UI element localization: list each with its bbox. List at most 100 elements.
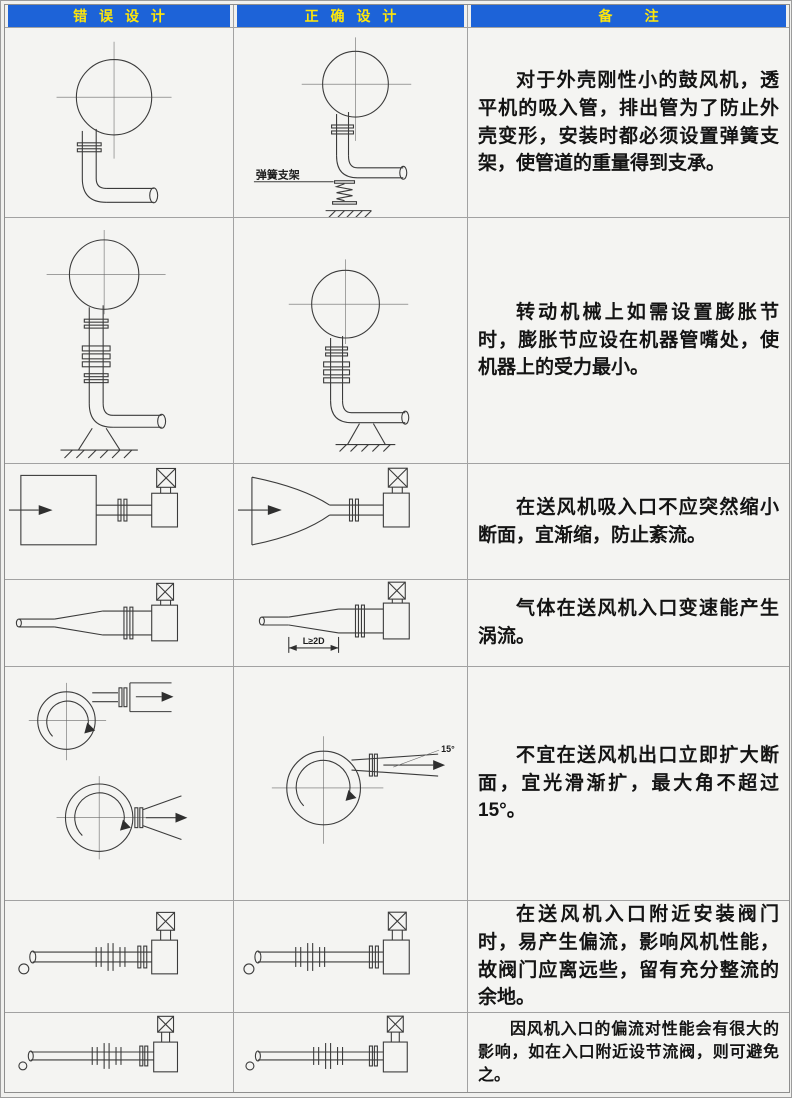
fan-scroll-bottom [56,775,146,859]
diagram-r7-correct [245,1015,408,1072]
valve [295,942,326,971]
fan-scroll [271,735,384,844]
taper-inlet [15,610,103,636]
flange [139,1045,149,1066]
header-correct-design: 正确设计 [234,5,467,27]
suction-pipe [96,498,152,522]
fan-casing [151,604,179,642]
remark-text-7: 因风机入口的偏流对性能会有很大的影响，如在入口附近设节流阀，则可避免之。 [478,1020,779,1085]
elbow-pipe [330,400,410,425]
cell-r2-correct [234,218,467,463]
abrupt-diffuser-bottom [134,794,188,840]
suction-pipe [325,335,349,401]
motor-box [387,467,408,493]
valve [313,1042,344,1069]
cell-r7-wrong [5,1013,233,1092]
header-remarks: 备注 [468,5,789,27]
svg-text:弹簧支架: 弹簧支架 [256,167,300,181]
support-legs [77,427,121,450]
fan-casing [151,939,179,974]
cell-r4-note: 气体在送风机入口变速能产生涡流。 [468,580,789,666]
remark-text-1: 对于外壳刚性小的鼓风机，透平机的吸入管，排出管为了防止外壳变形，安装时都必须设置… [478,70,779,175]
suction-pipe [331,111,408,180]
valve [91,1042,122,1069]
fan-scroll-top [28,682,107,760]
elbow-pipe [88,402,167,429]
cell-r2-wrong [5,218,233,463]
flow-arrow [237,504,282,515]
expansion-joint [81,344,111,367]
motor-box [157,1015,175,1042]
taper-inlet [258,608,339,634]
flange [368,1044,378,1066]
cell-r5-note: 不宜在送风机出口立即扩大断面，宜光滑渐扩，最大角不超过15°。 [468,667,789,900]
remark-text-2: 转动机械上如需设置膨胀节时，膨胀节应设在机器管嘴处，使机器上的受力最小。 [478,302,779,379]
suction-pipe [76,128,159,203]
diagram-r5-wrong [28,681,188,859]
cell-r1-wrong [5,28,233,217]
inlet-pipe [243,949,384,974]
diagram-r3-wrong [8,467,179,545]
gradual-diffuser: 15° [351,744,455,777]
flange [83,372,109,383]
inlet-pipe [245,1049,384,1070]
cell-r5-correct: 15° [234,667,467,900]
motor-box [156,582,175,606]
support-legs [347,422,386,445]
header-wrong-design: 错误设计 [5,5,233,27]
suction-pipe [102,606,152,640]
motor-box [387,911,407,940]
expansion-joint [323,360,351,383]
diagram-r7-wrong [18,1015,179,1072]
diagram-r4-wrong [15,582,179,642]
remark-text-5: 不宜在送风机出口立即扩大断面，宜光滑渐扩，最大角不超过15°。 [478,745,779,822]
spring-support-label: 弹簧支架 [253,167,334,182]
diagram-r1-wrong [56,41,172,203]
cell-r5-wrong [5,667,233,900]
suction-pipe [338,604,384,638]
fan-circle [56,41,172,159]
design-table: 错误设计 正确设计 备注 [4,4,790,1093]
motor-box [387,581,406,604]
motor-box [156,467,177,493]
diagram-r6-correct [243,911,410,974]
cell-r6-correct [234,901,467,1012]
header-remarks-label: 备注 [598,8,691,24]
ground-hatch [325,209,372,217]
flange [368,944,379,969]
header-wrong-design-label: 错误设计 [73,8,177,24]
cell-r6-wrong [5,901,233,1012]
suction-pipe [329,498,384,522]
cell-r3-wrong [5,464,233,579]
diagram-r1-correct: 弹簧支架 [253,36,412,217]
fan-circle [46,229,166,314]
flange [137,945,148,968]
cell-r7-note: 因风机入口的偏流对性能会有很大的影响，如在入口附近设节流阀，则可避免之。 [468,1013,789,1092]
fan-casing [153,1041,179,1072]
svg-text:15°: 15° [441,744,455,754]
inlet-pipe [18,1049,154,1070]
fan-casing [382,939,410,974]
cell-r6-note: 在送风机入口附近安装阀门时，易产生偏流，影响风机性能，故阀门应离远些，留有充分整… [468,901,789,1012]
flow-arrow [8,504,53,515]
remark-text-4: 气体在送风机入口变速能产生涡流。 [478,598,779,647]
inlet-pipe [18,950,152,974]
cell-r4-correct: L≥2D [234,580,467,666]
diagram-r6-wrong [18,911,179,974]
cell-r4-wrong [5,580,233,666]
svg-text:L≥2D: L≥2D [303,636,325,646]
bellmouth-inlet [251,476,330,545]
cell-r1-correct: 弹簧支架 [234,28,467,217]
diagram-r5-correct: 15° [271,735,455,844]
fan-casing [382,492,410,528]
cell-r7-correct [234,1013,467,1092]
diagram-r4-correct: L≥2D [258,581,410,653]
remark-text-3: 在送风机吸入口不应突然缩小断面，宜渐缩，防止紊流。 [478,496,779,546]
fan-casing [382,602,410,640]
ground-hatch [335,443,396,452]
fan-casing [382,1040,408,1072]
motor-box [156,911,176,940]
dimension-taper-length: L≥2D [288,636,340,653]
fan-circle [301,36,412,141]
